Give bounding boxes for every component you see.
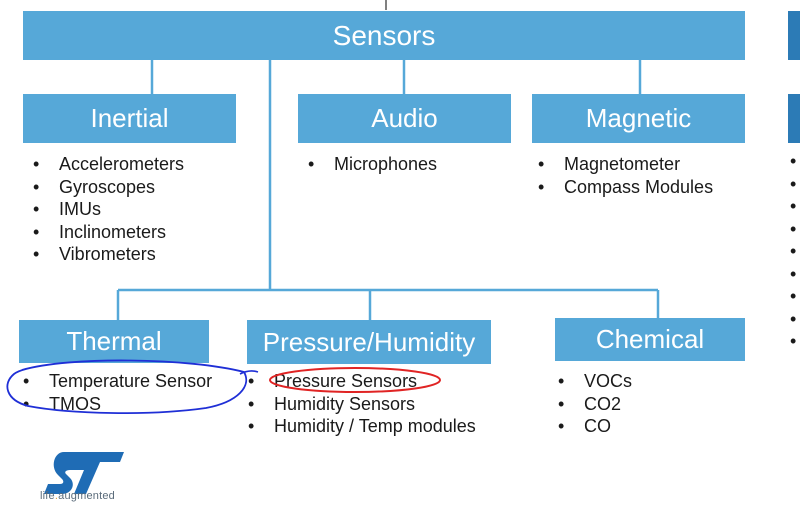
blue-hand-drawn-circle xyxy=(6,359,248,414)
list-item: Temperature Sensor xyxy=(19,370,212,393)
offscreen-bullet: • xyxy=(790,218,797,239)
pressure-humidity-category-box: Pressure/Humidity xyxy=(247,320,491,364)
red-hand-drawn-circle xyxy=(269,367,441,393)
logo-tagline-dot: . xyxy=(54,490,59,502)
offscreen-bullet: • xyxy=(790,196,797,216)
logo-tagline-part-2: augmented xyxy=(58,490,115,502)
list-item: VOCs xyxy=(554,370,632,393)
offscreen-bullet: • xyxy=(790,151,797,171)
chemical-items: VOCs CO2 CO xyxy=(554,370,632,438)
list-item: Humidity Sensors xyxy=(244,393,476,416)
offscreen-bullet: • xyxy=(790,286,797,306)
thermal-category-box: Thermal xyxy=(19,320,209,363)
list-item: Gyroscopes xyxy=(29,176,184,199)
logo-tagline-part-1: life xyxy=(40,490,55,502)
offscreen-bullet: • xyxy=(790,241,797,261)
list-item: Inclinometers xyxy=(29,221,184,244)
pressure-humidity-label: Pressure/Humidity xyxy=(262,326,476,357)
pressure-humidity-items: Pressure Sensors Humidity Sensors Humidi… xyxy=(244,370,476,438)
list-item: Accelerometers xyxy=(29,153,184,176)
offscreen-box-top xyxy=(788,11,800,60)
logo-tagline: life.augmented xyxy=(40,490,115,502)
inertial-items: Accelerometers Gyroscopes IMUs Inclinome… xyxy=(29,153,184,266)
audio-items: Microphones xyxy=(304,153,437,176)
audio-category-box: Audio xyxy=(298,94,511,143)
magnetic-label: Magnetic xyxy=(585,103,692,133)
thermal-items: Temperature Sensor TMOS xyxy=(19,370,212,415)
offscreen-bullet: • xyxy=(790,308,797,329)
offscreen-bullet: • xyxy=(790,263,797,284)
list-item: Microphones xyxy=(304,153,437,176)
sensors-root-label: Sensors xyxy=(332,19,436,51)
magnetic-category-box: Magnetic xyxy=(532,94,745,143)
thermal-label: Thermal xyxy=(66,326,162,356)
list-item: Magnetometer xyxy=(534,153,713,176)
inertial-label: Inertial xyxy=(90,103,169,133)
list-item: CO2 xyxy=(554,393,632,416)
offscreen-box-second xyxy=(788,94,800,143)
inertial-category-box: Inertial xyxy=(23,94,236,143)
list-item: CO xyxy=(554,415,632,438)
audio-label: Audio xyxy=(371,103,438,133)
list-item: Pressure Sensors xyxy=(244,370,476,393)
list-item: Compass Modules xyxy=(534,176,713,199)
offscreen-bullets: • • • • • • • • • xyxy=(790,150,796,353)
sensors-root-box: Sensors xyxy=(23,11,745,60)
st-logo-icon xyxy=(44,452,124,494)
magnetic-items: Magnetometer Compass Modules xyxy=(534,153,713,198)
list-item: Vibrometers xyxy=(29,243,184,266)
list-item: Humidity / Temp modules xyxy=(244,415,476,438)
list-item: TMOS xyxy=(19,393,212,416)
chemical-label: Chemical xyxy=(595,324,705,354)
offscreen-bullet: • xyxy=(790,331,797,351)
offscreen-bullet: • xyxy=(790,173,797,194)
blue-hand-drawn-tail xyxy=(239,370,259,375)
chemical-category-box: Chemical xyxy=(555,318,745,361)
list-item: IMUs xyxy=(29,198,184,221)
